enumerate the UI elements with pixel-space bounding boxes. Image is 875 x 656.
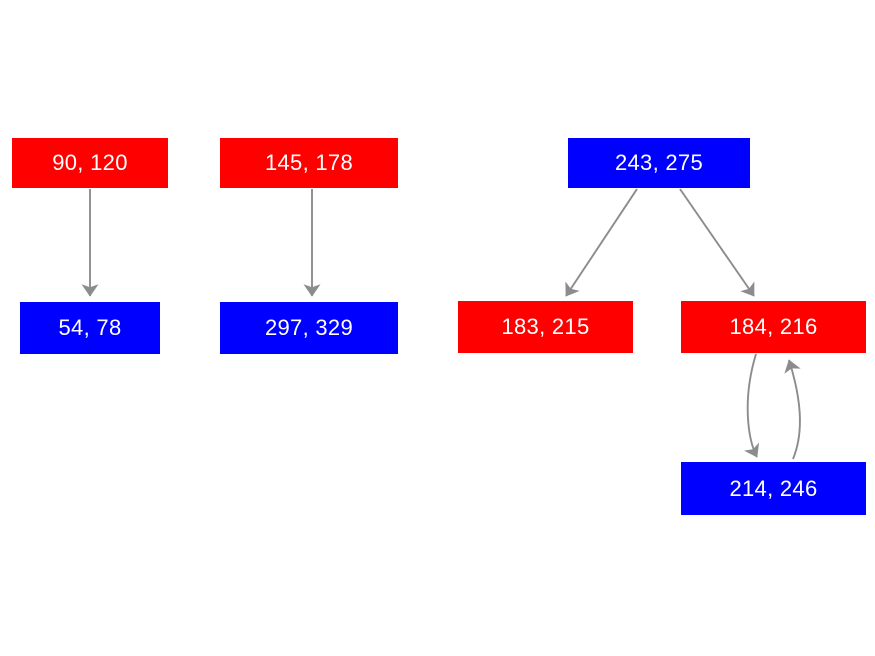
graph-node-n6[interactable]: 183, 215 — [458, 301, 633, 353]
edge-n7-to-n8 — [743, 353, 760, 458]
graph-node-label: 243, 275 — [614, 150, 704, 175]
graph-node-n8[interactable]: 214, 246 — [681, 462, 866, 515]
graph-node-n7[interactable]: 184, 216 — [681, 301, 866, 353]
graph-node-n1[interactable]: 90, 120 — [12, 138, 168, 188]
graph-node-label: 90, 120 — [52, 150, 128, 175]
graph-node-n3[interactable]: 145, 178 — [220, 138, 398, 188]
edge-n8-to-n7 — [784, 359, 801, 460]
edge-n5-to-n7 — [679, 188, 755, 297]
edge-n5-to-n6 — [565, 188, 638, 297]
graph-node-n4[interactable]: 297, 329 — [220, 302, 398, 354]
graph-node-label: 184, 216 — [729, 314, 818, 339]
graph-node-label: 145, 178 — [264, 150, 354, 175]
graph-node-label: 297, 329 — [264, 315, 354, 340]
graph-node-label: 54, 78 — [58, 315, 122, 340]
graph-node-label: 183, 215 — [501, 314, 590, 339]
graph-node-n5[interactable]: 243, 275 — [568, 138, 750, 188]
graph-node-n2[interactable]: 54, 78 — [20, 302, 160, 354]
graph-node-label: 214, 246 — [729, 475, 818, 501]
